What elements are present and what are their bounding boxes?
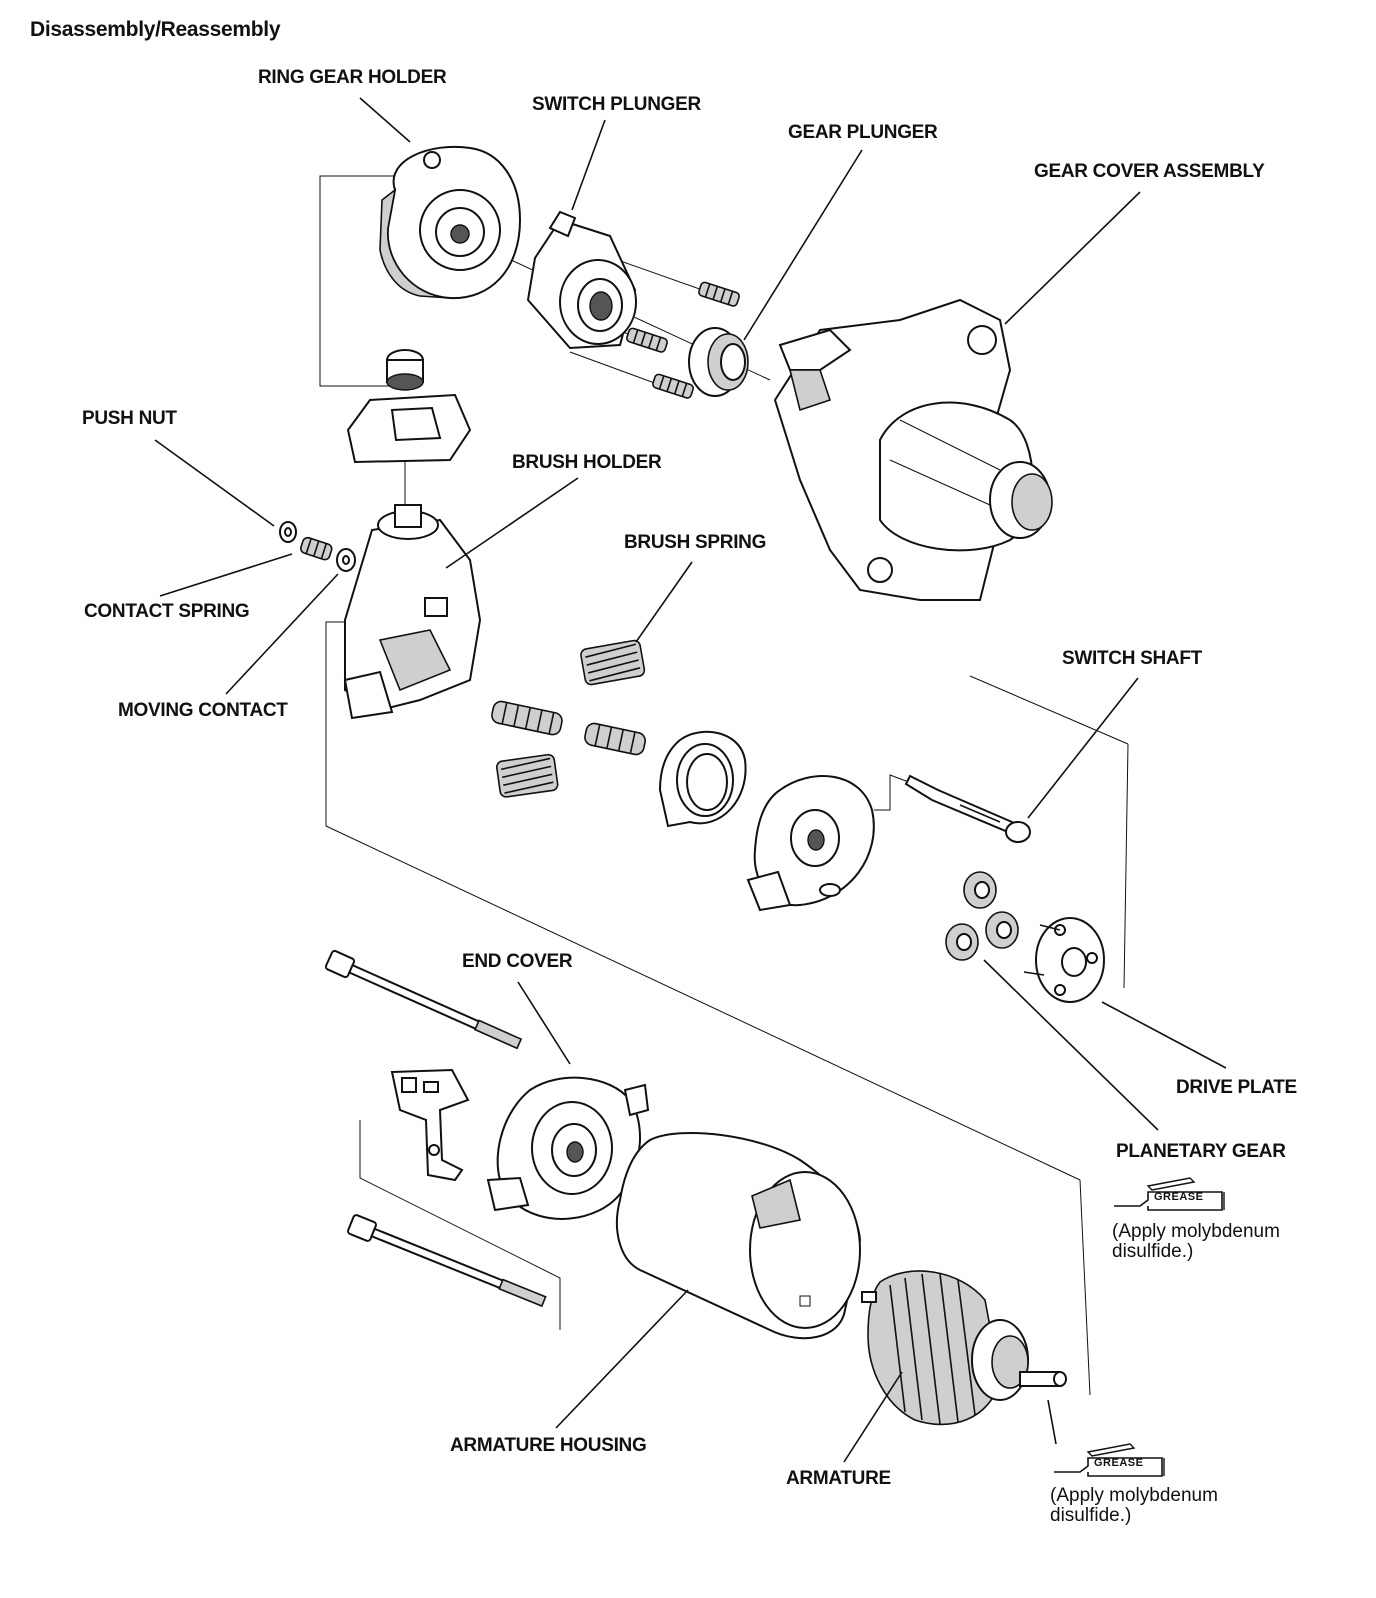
grease-note-line2: disulfide.) (1112, 1241, 1194, 1262)
label-armature: ARMATURE (786, 1468, 891, 1489)
label-brush-spring: BRUSH SPRING (624, 532, 767, 553)
grease-tube-icon (1114, 1177, 1225, 1211)
label-moving-contact: MOVING CONTACT (118, 700, 288, 721)
nut-and-bracket (346, 349, 472, 505)
grease-note-line1: (Apply molybdenum (1112, 1221, 1280, 1242)
label-brush-holder: BRUSH HOLDER (512, 452, 662, 473)
gear-cover-assembly-part (773, 298, 1053, 601)
label-contact-spring: CONTACT SPRING (84, 601, 250, 622)
label-ring-gear-holder: RING GEAR HOLDER (258, 67, 447, 88)
label-switch-shaft: SWITCH SHAFT (1062, 648, 1202, 669)
grease-note-planetary: (Apply molybdenum disulfide.) (1112, 1222, 1280, 1262)
switch-shaft-part (904, 774, 1031, 843)
label-end-cover: END COVER (462, 951, 573, 972)
contact-small-parts (279, 521, 356, 572)
ring-gear-holder-part (379, 145, 522, 300)
armature-housing-part (616, 1131, 862, 1340)
gear-plunger-part (688, 327, 749, 397)
brush-springs (491, 639, 647, 798)
brush-plate-ring (658, 730, 747, 828)
label-planetary-gear: PLANETARY GEAR (1116, 1141, 1286, 1162)
grease-symbol-planetary: GREASE (1110, 1172, 1230, 1212)
plunger-springs (626, 281, 740, 399)
label-gear-cover-assembly: GEAR COVER ASSEMBLY (1034, 161, 1265, 182)
grease-note-line1: (Apply molybdenum (1050, 1485, 1218, 1506)
label-gear-plunger: GEAR PLUNGER (788, 122, 938, 143)
through-bolts (324, 949, 547, 1308)
armature-part (861, 1270, 1067, 1426)
commutator-end-plate (746, 775, 875, 912)
label-switch-plunger: SWITCH PLUNGER (532, 94, 701, 115)
grease-note-armature: (Apply molybdenum disulfide.) (1050, 1486, 1218, 1526)
end-cover-part (486, 1076, 650, 1220)
switch-plunger-part (526, 210, 637, 350)
grease-symbol-text: GREASE (1094, 1457, 1144, 1469)
label-armature-housing: ARMATURE HOUSING (450, 1435, 647, 1456)
label-drive-plate: DRIVE PLATE (1176, 1077, 1297, 1098)
brush-holder-part (343, 504, 482, 720)
grease-symbol-armature: GREASE (1050, 1438, 1170, 1478)
leader-lines (154, 97, 1227, 1463)
drive-plate-part (1023, 917, 1105, 1003)
grease-tube-icon (1054, 1443, 1165, 1477)
grease-symbol-text: GREASE (1154, 1191, 1204, 1203)
planetary-gears-part (945, 871, 1019, 961)
page-title: Disassembly/Reassembly (30, 18, 281, 41)
grease-note-line2: disulfide.) (1050, 1505, 1132, 1526)
terminal-bracket (390, 1068, 470, 1182)
label-push-nut: PUSH NUT (82, 408, 177, 429)
